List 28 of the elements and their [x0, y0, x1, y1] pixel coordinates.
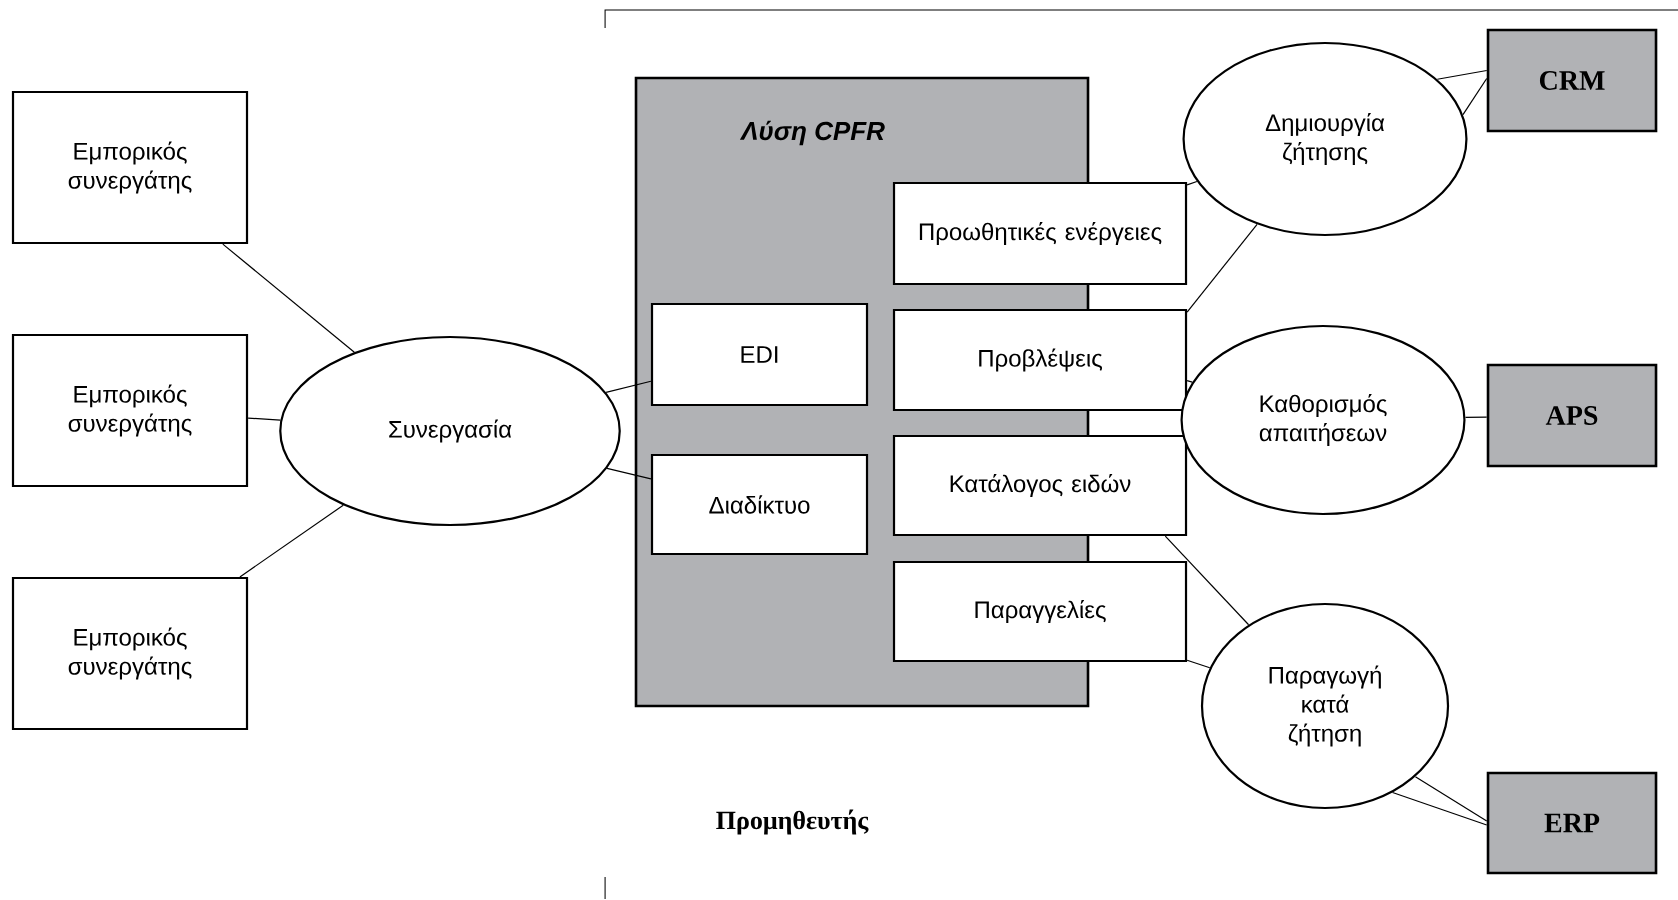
system-box: APS — [1486, 363, 1658, 468]
process-box: Κατάλογος ειδών — [892, 434, 1188, 537]
connector-line — [1436, 69, 1488, 80]
process-box: Εμπορικός συνεργάτης — [11, 333, 249, 488]
process-box: Εμπορικός συνεργάτης — [11, 90, 249, 245]
connector-line — [1186, 180, 1198, 186]
process-box: Εμπορικός συνεργάτης — [11, 576, 249, 731]
connector-line — [606, 467, 652, 480]
system-box: ERP — [1486, 771, 1658, 875]
process-box: Προωθητικές ενέργειες — [892, 181, 1188, 286]
process-box: Προβλέψεις — [892, 308, 1188, 412]
connector-line — [1186, 223, 1258, 313]
connector-line — [222, 243, 355, 353]
system-box: CRM — [1486, 28, 1658, 133]
connector-line — [239, 504, 344, 578]
connector-line — [605, 380, 652, 393]
process-box: Παραγγελίες — [892, 560, 1188, 663]
connector-line — [1186, 659, 1211, 669]
process-box: EDI — [650, 302, 869, 407]
region-label: Προμηθευτής — [716, 809, 869, 835]
connector-line — [1464, 416, 1488, 419]
connector-line — [1462, 77, 1488, 116]
connector-line — [247, 417, 281, 421]
connector-line — [1392, 791, 1488, 826]
connector-line — [1186, 380, 1193, 383]
connector-line — [1414, 776, 1488, 822]
process-box: Διαδίκτυο — [650, 453, 869, 556]
connector-line — [1164, 535, 1250, 626]
